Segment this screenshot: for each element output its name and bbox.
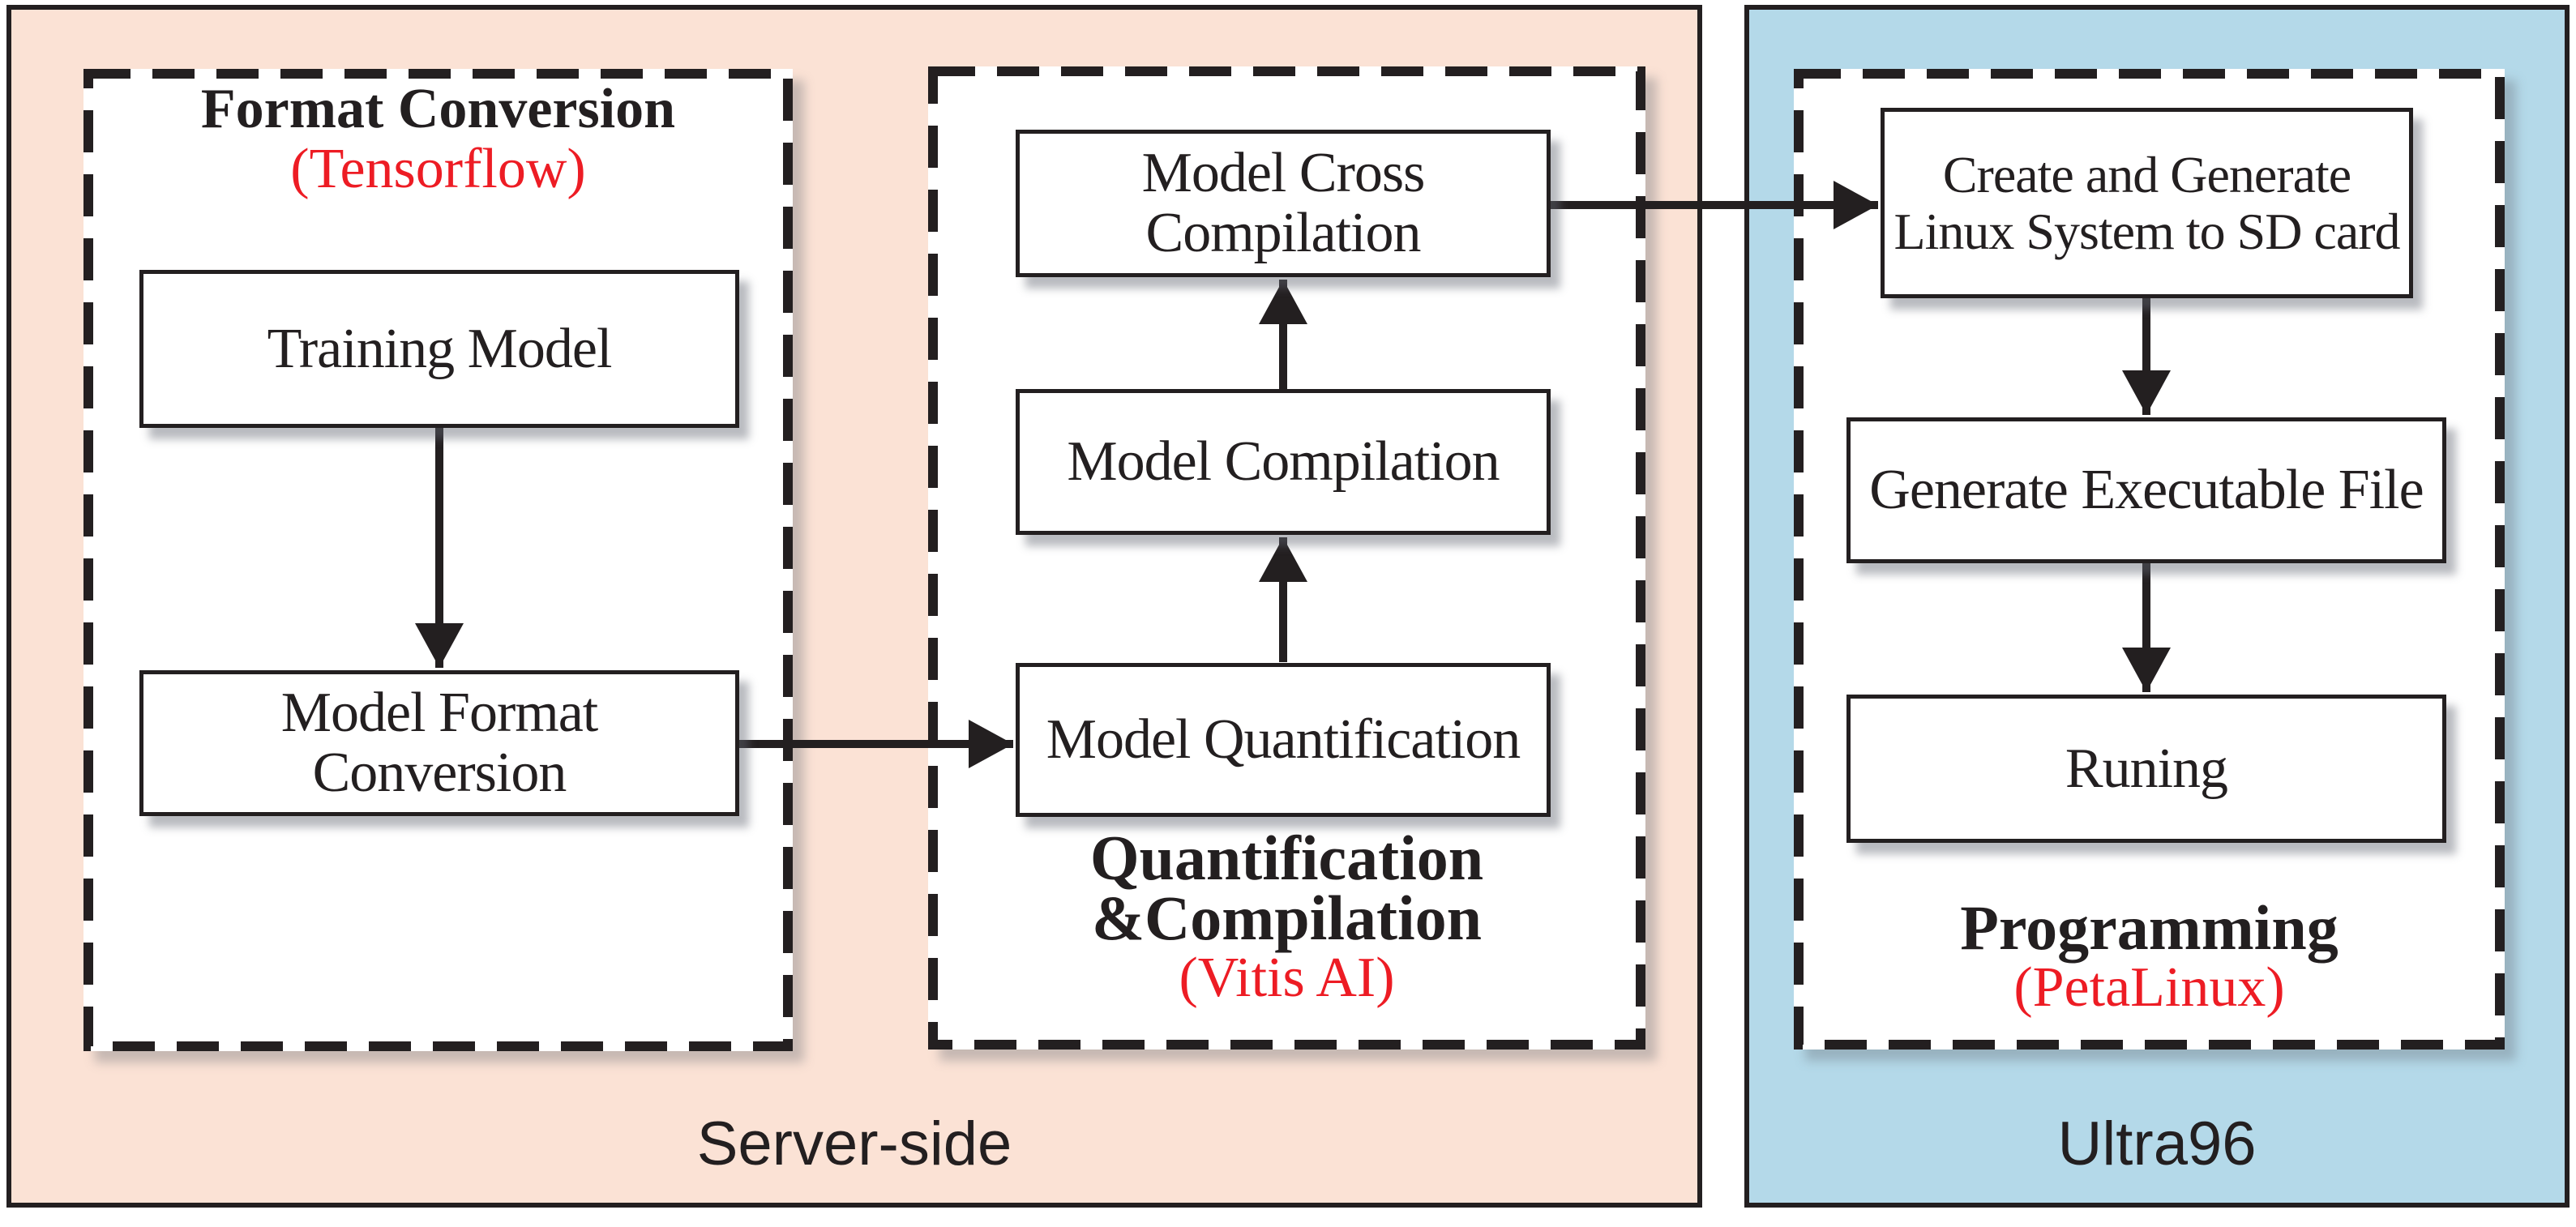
programming-title-block: Programming (PetaLinux)	[1794, 892, 2505, 1019]
node-generate-executable-file: Generate Executable File	[1846, 417, 2446, 563]
quantification-compilation-title-block: Quantification &Compilation (Vitis AI)	[928, 823, 1645, 1009]
node-model-quantification: Model Quantification	[1016, 663, 1551, 817]
node-model-cross-compilation: Model Cross Compilation	[1016, 130, 1551, 277]
programming-title: Programming	[1960, 892, 2339, 963]
format-conversion-tool-label: (Tensorflow)	[290, 138, 586, 200]
format-conversion-title-block: Format Conversion (Tensorflow)	[83, 79, 793, 199]
node-model-format-conversion: Model Format Conversion	[139, 670, 739, 816]
format-conversion-title: Format Conversion	[200, 78, 676, 140]
quantification-title-line1: Quantification	[1089, 823, 1484, 893]
quantification-title-line2: &Compilation	[1091, 883, 1483, 953]
quantification-tool-label: (Vitis AI)	[1179, 947, 1395, 1009]
panel-format-conversion	[83, 69, 793, 1051]
programming-tool-label: (PetaLinux)	[2013, 956, 2285, 1019]
node-training-model: Training Model	[139, 270, 739, 428]
server-side-label: Server-side	[696, 1109, 1012, 1178]
node-create-generate-linux-sd: Create and Generate Linux System to SD c…	[1881, 108, 2413, 298]
node-model-compilation: Model Compilation	[1016, 389, 1551, 535]
node-runing: Runing	[1846, 695, 2446, 843]
ultra96-label: Ultra96	[2057, 1109, 2257, 1178]
